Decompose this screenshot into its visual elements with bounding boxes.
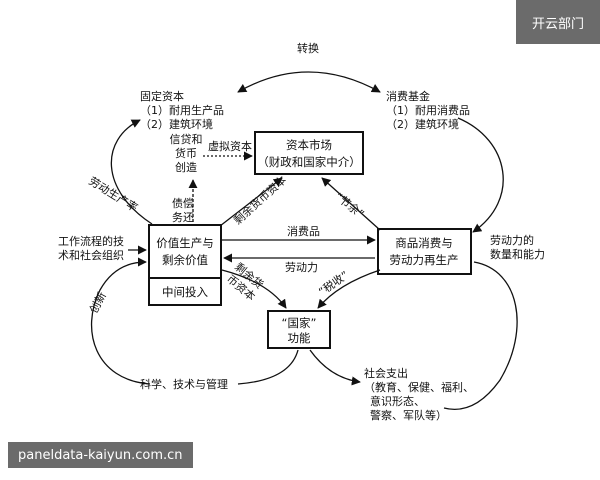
label-surplus-money-capital: 剩余货币资本	[231, 173, 289, 228]
label-labor-quantity-2: 数量和能力	[490, 247, 545, 261]
arrow-consumption-fund	[457, 117, 504, 233]
label-work-process-1: 工作流程的技	[58, 234, 124, 248]
label-labor-quantity-1: 劳动力的	[490, 233, 534, 247]
arrow-social-expenditure	[309, 349, 361, 386]
box-capital-market: 资本市场 （财政和国家中介）	[254, 131, 364, 175]
arrow-labor-productivity	[110, 119, 153, 225]
label-social-expenditure-1: 社会支出	[364, 366, 408, 380]
label-credit-2: 货币	[175, 146, 197, 160]
label-social-expenditure-3: 意识形态、	[370, 394, 425, 408]
arrow-science-tech	[237, 349, 299, 385]
label-social-expenditure-2: （教育、保健、福利、	[364, 380, 474, 394]
label-fixed-capital-1: （1）耐用生产品	[140, 103, 224, 117]
box-commodity-consumption-line2: 劳动力再生产	[390, 253, 459, 267]
arrow-surplus-capital	[219, 177, 283, 227]
label-debt-repayment-1: 债偿	[172, 196, 194, 210]
arrow-labor-quantity	[443, 261, 518, 410]
box-value-production-line2: 剩余价值	[162, 253, 208, 267]
box-value-production: 价值生产与 剩余价值	[148, 224, 222, 279]
arrow-surplus-to-state	[221, 269, 287, 309]
label-debt-repayment-2: 务还	[172, 211, 194, 224]
box-state-function: “国家” 功能	[267, 310, 331, 349]
brand-watermark: 开云部门	[516, 0, 600, 44]
label-transform: 转换	[297, 41, 319, 55]
label-consumption-fund-title: 消费基金	[386, 89, 430, 103]
box-intermediate-input: 中间投入	[148, 277, 222, 306]
label-consumption-fund-1: （1）耐用消费品	[386, 103, 470, 117]
label-fictitious-capital: 虚拟资本	[208, 139, 252, 153]
label-fixed-capital-2: （2）建筑环境	[140, 117, 213, 131]
box-commodity-consumption: 商品消费与 劳动力再生产	[377, 228, 472, 275]
label-work-process-2: 术和社会组织	[58, 248, 124, 262]
box-capital-market-line1: 资本市场	[286, 138, 332, 152]
arrow-savings	[321, 177, 381, 231]
box-state-function-line1: “国家”	[282, 316, 317, 330]
arrow-transform	[237, 71, 381, 93]
label-fixed-capital-title: 固定资本	[140, 89, 184, 103]
label-labor-productivity: 劳动生产率	[86, 174, 140, 215]
arrow-innovation	[90, 257, 151, 385]
label-credit-3: 创造	[175, 160, 197, 174]
box-commodity-consumption-line1: 商品消费与	[395, 236, 453, 250]
box-intermediate-input-label: 中间投入	[162, 285, 208, 299]
label-consumer-goods: 消费品	[287, 224, 320, 238]
site-watermark: paneldata-kaiyun.com.cn	[8, 442, 193, 468]
label-innovation: 创新	[86, 289, 109, 315]
label-social-expenditure-4: 警察、军队等）	[370, 408, 447, 422]
label-consumption-fund-2: （2）建筑环境	[386, 117, 459, 131]
label-labor-power: 劳动力	[285, 261, 318, 274]
label-credit-1: 信贷和	[170, 132, 203, 146]
label-savings: “节余”	[332, 189, 367, 221]
box-capital-market-line2: （财政和国家中介）	[257, 155, 361, 169]
box-value-production-line1: 价值生产与	[156, 236, 214, 250]
arrow-taxes	[317, 269, 381, 309]
label-science-tech: 科学、技术与管理	[140, 377, 228, 391]
box-state-function-line2: 功能	[288, 331, 311, 345]
